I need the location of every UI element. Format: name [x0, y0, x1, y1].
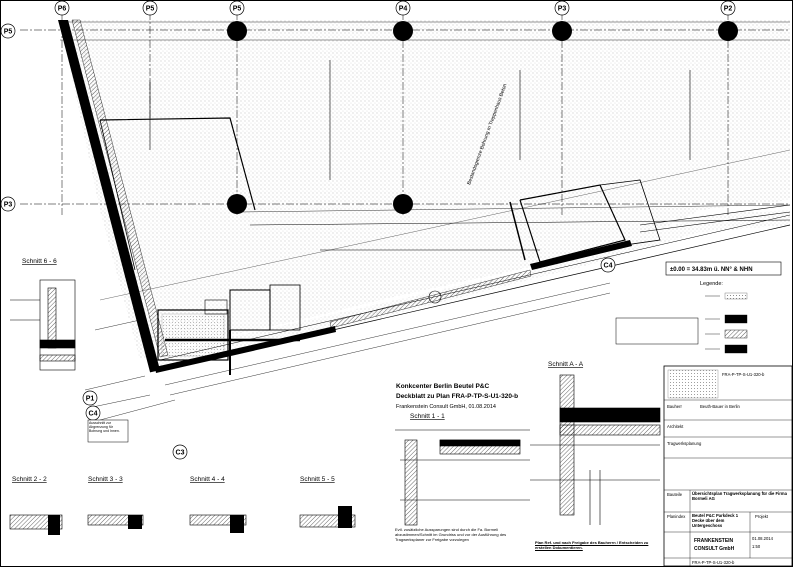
tb-scale: 1:50 — [752, 544, 761, 549]
axis-marker-c4: C4 — [600, 257, 616, 273]
tb-architect-label: Architekt — [667, 424, 684, 429]
svg-text:P4: P4 — [399, 6, 408, 13]
svg-text:Schnitt 1 - 1: Schnitt 1 - 1 — [410, 413, 445, 420]
axis-marker-p5b: P5 — [229, 0, 245, 16]
svg-text:C3: C3 — [176, 450, 185, 457]
tb-plan-code: FRA-P-TP-S-U1-320-b — [722, 372, 765, 377]
tb-structural-label: Tragwerksplanung — [667, 441, 702, 446]
svg-text:Frankenstein Consult GmbH, 01.: Frankenstein Consult GmbH, 01.08.2014 — [396, 404, 496, 410]
axis-marker-left-p5: P5 — [0, 23, 16, 39]
axis-marker-left-c4: C4 — [85, 405, 101, 421]
svg-text:Schnitt 5 - 5: Schnitt 5 - 5 — [300, 476, 335, 483]
tb-project-value: Beutel P&C Parkdeck 1 Decke über dem Unt… — [692, 513, 739, 528]
left-box-note: Ausschnitt zur Abgrenzung für Bohrung un… — [89, 421, 120, 433]
bottom-right-note: Plan Ref. und nach Freigabe des Bauherrn… — [535, 540, 649, 550]
svg-text:P5: P5 — [4, 29, 13, 36]
tb-firm-name: FRANKENSTEIN — [694, 538, 734, 544]
svg-text:Schnitt A - A: Schnitt A - A — [548, 361, 584, 368]
section-a-a: Schnitt A - A — [530, 361, 661, 525]
section-3-3: Schnitt 3 - 3 — [87, 476, 144, 529]
svg-text:P6: P6 — [58, 6, 67, 13]
axis-marker-p2: P2 — [720, 0, 736, 16]
title-block: FRA-P-TP-S-U1-320-b Bauherr Beuth-Bauer … — [663, 365, 793, 567]
svg-text:P3: P3 — [4, 202, 13, 209]
svg-text:Schnitt 3 - 3: Schnitt 3 - 3 — [88, 476, 123, 483]
svg-text:Schnitt 4 - 4: Schnitt 4 - 4 — [190, 476, 225, 483]
bottom-center-note: Evtl. zusätzliche Aussparungen sind durc… — [395, 527, 507, 542]
legend-title: Legende: — [700, 281, 723, 287]
axis-marker-p4: P4 — [395, 0, 411, 16]
section-6-6: Schnitt 6 - 6 — [10, 258, 76, 371]
floor-plan: Bestandsgrenze Bohrung m Treppenhaus Bet… — [20, 12, 791, 421]
svg-text:C4: C4 — [604, 263, 613, 270]
stair-core — [157, 284, 301, 375]
axis-marker-c3: C3 — [172, 444, 188, 460]
tb-project-no-label: Projekt — [755, 514, 769, 519]
axis-marker-p6: P6 — [54, 0, 70, 16]
elevation-note: ±0.00 = 34.83m ü. NN° & NHN — [670, 267, 753, 273]
svg-text:P5: P5 — [233, 6, 242, 13]
svg-text:Schnitt 6 - 6: Schnitt 6 - 6 — [22, 258, 57, 265]
svg-text:Schnitt 2 - 2: Schnitt 2 - 2 — [12, 476, 47, 483]
svg-text:P3: P3 — [558, 6, 567, 13]
tb-firm-name2: CONSULT GmbH — [694, 546, 735, 552]
axis-marker-p3: P3 — [554, 0, 570, 16]
tb-client-value: Beuth-Bauer in Berlin — [700, 404, 740, 409]
retaining-wall — [58, 20, 160, 372]
legend: Legende: — [615, 281, 748, 354]
tb-project-label: Bauteile — [667, 492, 683, 497]
section-2-2: Schnitt 2 - 2 — [9, 476, 63, 535]
axis-marker-p5a: P5 — [142, 0, 158, 16]
section-1-1: Schnitt 1 - 1 — [395, 413, 530, 526]
svg-text:C4: C4 — [89, 411, 98, 418]
axis-marker-left-p3: P3 — [0, 196, 16, 212]
svg-text:P1: P1 — [86, 396, 95, 403]
section-5-5: Schnitt 5 - 5 — [299, 476, 356, 528]
project-note: Konkcenter Berlin Beutel P&C Deckblatt z… — [396, 383, 518, 410]
tb-number-footer: FRA-P-TP-S-U1-320-b — [692, 560, 735, 565]
axis-marker-left-p1: P1 — [82, 390, 98, 406]
section-4-4: Schnitt 4 - 4 — [189, 476, 247, 533]
svg-text:Konkcenter Berlin Beutel P&C: Konkcenter Berlin Beutel P&C — [396, 383, 489, 390]
svg-text:P5: P5 — [146, 6, 155, 13]
tb-plan-index-label: Planindex — [667, 514, 686, 519]
slab-stipple-area — [60, 20, 790, 360]
tb-client-label: Bauherr — [667, 404, 683, 409]
columns — [227, 21, 738, 214]
svg-text:Deckblatt zu Plan FRA-P-TP-S-U: Deckblatt zu Plan FRA-P-TP-S-U1-320-b — [396, 393, 518, 400]
tb-drawing-value: Übersichtsplan Tragwerksplanung für die … — [692, 491, 787, 501]
grid-axis-markers: P6 P5 P5 P4 P3 P2 P5 P3 — [0, 0, 736, 460]
tb-date: 01.08.2014 — [752, 536, 774, 541]
svg-text:P2: P2 — [724, 6, 733, 13]
